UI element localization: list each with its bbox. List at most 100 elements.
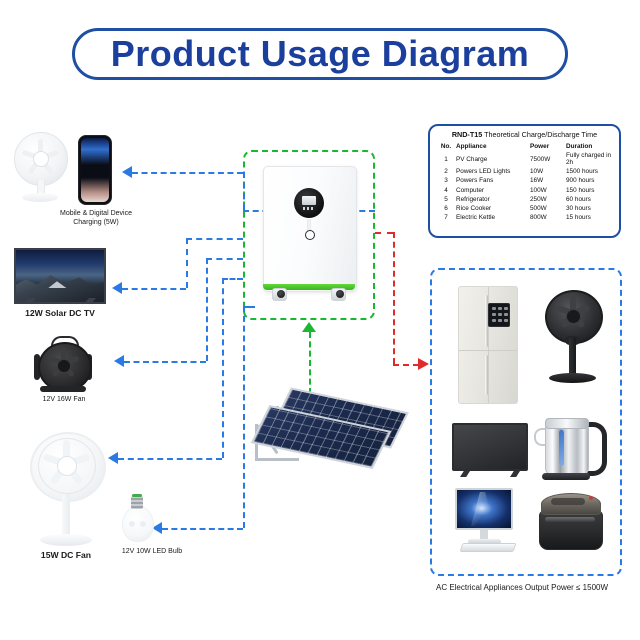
- cell-no: 6: [444, 204, 448, 212]
- ac-zone-caption: AC Electrical Appliances Output Power ≤ …: [435, 583, 609, 592]
- cell-duration: 1500 hours: [566, 168, 598, 176]
- fan-neck: [37, 180, 45, 196]
- solar-dc-tv-image: [14, 248, 106, 304]
- caster-wheel-right: [331, 288, 346, 301]
- rice-cooker-body: [539, 510, 603, 550]
- tv-leg-left: [24, 298, 36, 304]
- kettle-spout: [534, 428, 546, 446]
- floor-fan-image: [34, 336, 92, 394]
- floor-fan-foot: [40, 386, 86, 392]
- battery-base-strip: [263, 284, 355, 290]
- fridge-handle-lower: [485, 355, 488, 395]
- ac-arrow-to-appliances: [418, 358, 429, 370]
- ac-tv-image: [452, 423, 528, 477]
- fan-base: [22, 193, 58, 202]
- dc-wire-5-h2: [162, 528, 243, 530]
- ac-fan-base: [549, 373, 596, 383]
- ac-fan-hub: [566, 309, 581, 324]
- rice-cooker-handle-slot: [545, 517, 595, 522]
- rice-cooker-image: [539, 493, 603, 551]
- floor-fan-label: 12V 16W Fan: [42, 396, 86, 403]
- cell-no: 5: [444, 195, 448, 203]
- rice-cooker-control-panel: [551, 498, 585, 505]
- dc-wire-5-h1: [243, 306, 255, 308]
- lcd-screen: [302, 196, 316, 205]
- cell-appliance: PV Charge: [456, 155, 488, 163]
- ac-wire-h2: [393, 364, 419, 366]
- dc-wire-3-v: [206, 258, 208, 361]
- dc-wire-5-v: [243, 306, 245, 528]
- floor-fan-side-left: [34, 354, 40, 380]
- cell-appliance: Powers LED Lights: [456, 168, 511, 176]
- bulb-dot: [129, 521, 135, 527]
- dc-wire-2-h1: [186, 238, 243, 240]
- cell-no: 3: [444, 177, 448, 185]
- ac-tv-screen: [452, 423, 528, 471]
- spec-table-subtitle: Theoretical Charge/Discharge Time: [482, 130, 598, 139]
- fan-blade: [61, 347, 66, 363]
- tv-screen: [14, 248, 106, 304]
- table-row: 7 Electric Kettle 800W 15 hours: [436, 213, 613, 222]
- panel-stem: [307, 219, 311, 231]
- table-row: 1 PV Charge 7500W Fully charged in 2h: [436, 151, 613, 167]
- tv-leg-right: [84, 298, 96, 304]
- pv-wire-v: [309, 332, 311, 394]
- display-panel-icon[interactable]: [294, 188, 324, 218]
- cell-no: 2: [444, 168, 448, 176]
- kettle-body: [545, 424, 589, 476]
- table-row: 3 Powers Fans 16W 900 hours: [436, 176, 613, 185]
- bulb-screw-cap: [131, 496, 143, 509]
- pv-arrow-to-battery: [302, 322, 316, 332]
- desktop-computer-image: [455, 488, 517, 554]
- dc-arrow-to-pedestal-fan: [108, 452, 118, 464]
- dc-wire-4-v: [222, 278, 224, 458]
- energy-storage-unit[interactable]: [263, 166, 357, 301]
- cell-duration: 30 hours: [566, 204, 591, 212]
- cell-appliance: Refrigerator: [456, 195, 490, 203]
- page-title-text: Product Usage Diagram: [110, 33, 530, 74]
- table-row: 5 Refrigerator 250W 60 hours: [436, 195, 613, 204]
- dc-wire-4-h1: [222, 278, 243, 280]
- spec-table: No. Appliance Power Duration 1 PV Charge…: [436, 142, 613, 222]
- monitor-neck: [480, 530, 488, 540]
- dc-wire-2-h2: [122, 288, 186, 290]
- spec-table-card: RND-T15 Theoretical Charge/Discharge Tim…: [428, 124, 621, 238]
- floor-fan-hub: [57, 359, 71, 373]
- page-title: Product Usage Diagram: [72, 28, 568, 80]
- cell-power: 10W: [530, 168, 544, 176]
- pedestal-fan-image: [30, 432, 106, 548]
- cell-power: 100W: [530, 186, 547, 194]
- cell-appliance: Electric Kettle: [456, 214, 496, 222]
- electric-kettle-image: [534, 416, 607, 482]
- pedestal-fan-base: [40, 534, 92, 546]
- column-header-duration: Duration: [566, 142, 593, 150]
- dc-arrow-to-tv: [112, 282, 122, 294]
- cell-duration: 60 hours: [566, 195, 591, 203]
- column-header-no: No.: [440, 142, 452, 150]
- kettle-water-gauge: [559, 430, 564, 466]
- bulb-glass: [122, 506, 154, 542]
- ac-tv-leg-right: [510, 471, 520, 477]
- dc-arrow-to-floor-fan: [114, 355, 124, 367]
- fan-blade: [570, 296, 576, 313]
- fridge-handle-upper: [485, 295, 488, 347]
- tv-snow-peak-art: [47, 281, 68, 289]
- ac-wire-h1: [375, 232, 393, 234]
- kettle-handle: [584, 422, 607, 476]
- spec-table-model: RND-T15: [451, 130, 483, 139]
- table-row: 2 Powers LED Lights 10W 1500 hours: [436, 167, 613, 176]
- bulb-dot: [140, 521, 146, 527]
- dc-arrow-to-led-bulb: [152, 522, 162, 534]
- lcd-bars-icon: [303, 207, 315, 210]
- cell-appliance: Powers Fans: [456, 177, 494, 185]
- dc-wire-4-h2: [118, 458, 222, 460]
- column-header-power: Power: [530, 142, 550, 150]
- ac-pedestal-fan-image: [545, 290, 603, 386]
- power-button-icon[interactable]: [305, 230, 315, 240]
- table-row: 6 Rice Cooker 500W 30 hours: [436, 204, 613, 213]
- phone-label: Mobile & Digital Device Charging (5W): [38, 210, 154, 228]
- cell-no: 7: [444, 214, 448, 222]
- smartphone-image: [78, 135, 112, 205]
- cell-duration: 15 hours: [566, 214, 591, 222]
- fridge-door-split-vertical: [488, 287, 489, 403]
